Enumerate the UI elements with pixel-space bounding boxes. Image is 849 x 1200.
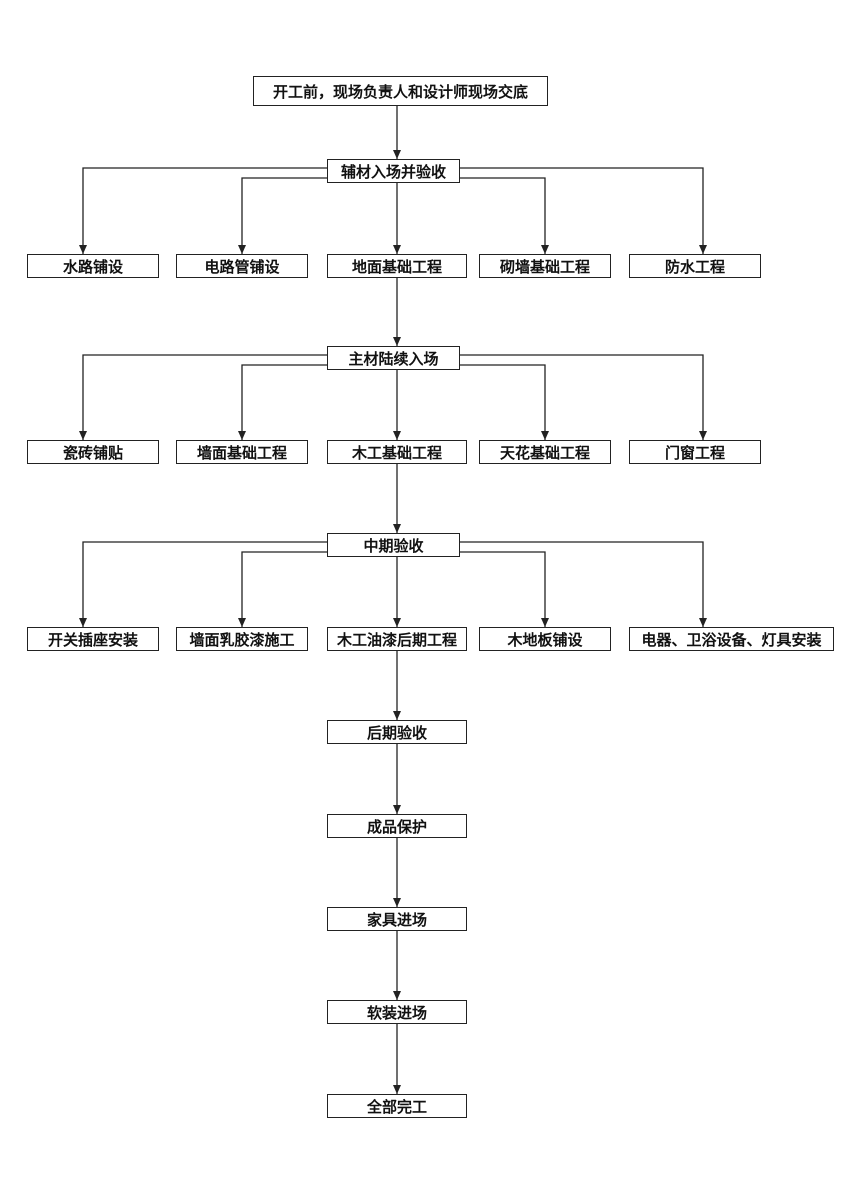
branch-aux-to-masonry (460, 177, 549, 254)
node-kickoff: 开工前，现场负责人和设计师现场交底 (253, 76, 548, 106)
branch-mid-to-switches (79, 541, 327, 627)
node-latex-paint: 墙面乳胶漆施工 (176, 627, 308, 651)
node-water: 水路铺设 (27, 254, 159, 278)
node-doors-windows: 门窗工程 (629, 440, 761, 464)
node-completion: 全部完工 (327, 1094, 467, 1118)
node-wall-base: 墙面基础工程 (176, 440, 308, 464)
branch-mid-to-appliances (460, 541, 707, 627)
node-carpentry-base: 木工基础工程 (327, 440, 467, 464)
node-soft-furnishing: 软装进场 (327, 1000, 467, 1024)
node-appliances: 电器、卫浴设备、灯具安装 (629, 627, 834, 651)
node-protection: 成品保护 (327, 814, 467, 838)
branch-main-to-doors (460, 354, 707, 440)
node-floor-base: 地面基础工程 (327, 254, 467, 278)
node-main-materials: 主材陆续入场 (327, 346, 460, 370)
node-tiles: 瓷砖铺贴 (27, 440, 159, 464)
branch-aux-to-electrical (238, 177, 327, 254)
node-waterproof: 防水工程 (629, 254, 761, 278)
node-electrical: 电路管铺设 (176, 254, 308, 278)
node-switches: 开关插座安装 (27, 627, 159, 651)
branch-main-to-wall (238, 364, 327, 440)
node-aux-materials: 辅材入场并验收 (327, 159, 460, 183)
branch-main-to-ceiling (460, 364, 549, 440)
node-mid-inspection: 中期验收 (327, 533, 460, 557)
node-wood-paint: 木工油漆后期工程 (327, 627, 467, 651)
node-final-inspection: 后期验收 (327, 720, 467, 744)
branch-aux-to-waterproof (460, 167, 707, 254)
node-wood-floor: 木地板铺设 (479, 627, 611, 651)
branch-main-to-tiles (79, 354, 327, 440)
branch-mid-to-woodfloor (460, 551, 549, 627)
node-ceiling-base: 天花基础工程 (479, 440, 611, 464)
branch-mid-to-latex (238, 551, 327, 627)
node-masonry: 砌墙基础工程 (479, 254, 611, 278)
node-furniture: 家具进场 (327, 907, 467, 931)
branch-aux-to-water (79, 167, 327, 254)
